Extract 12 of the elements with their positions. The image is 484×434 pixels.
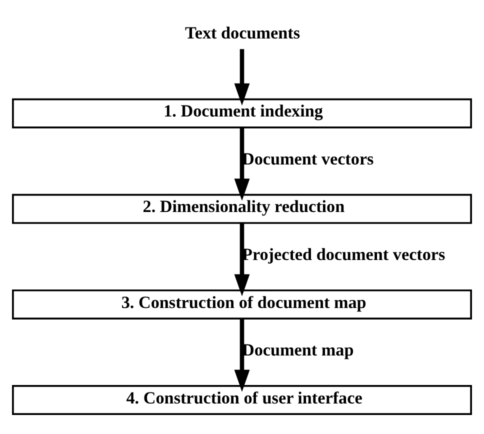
node-box: 1. Document indexing: [12, 98, 472, 128]
edge-label: Projected document vectors: [242, 244, 446, 264]
edge-label: Document map: [242, 340, 354, 360]
node-text: Text documents: [185, 22, 300, 42]
node-box: 4. Construction of user interface: [12, 384, 472, 415]
node-box: 2. Dimensionality reduction: [12, 193, 472, 224]
node-box: 3. Construction of document map: [12, 288, 472, 319]
arrow: [234, 222, 250, 296]
arrow: [234, 127, 250, 200]
arrow: [234, 48, 250, 105]
edge-label: Document vectors: [242, 148, 374, 168]
arrow: [234, 318, 250, 392]
